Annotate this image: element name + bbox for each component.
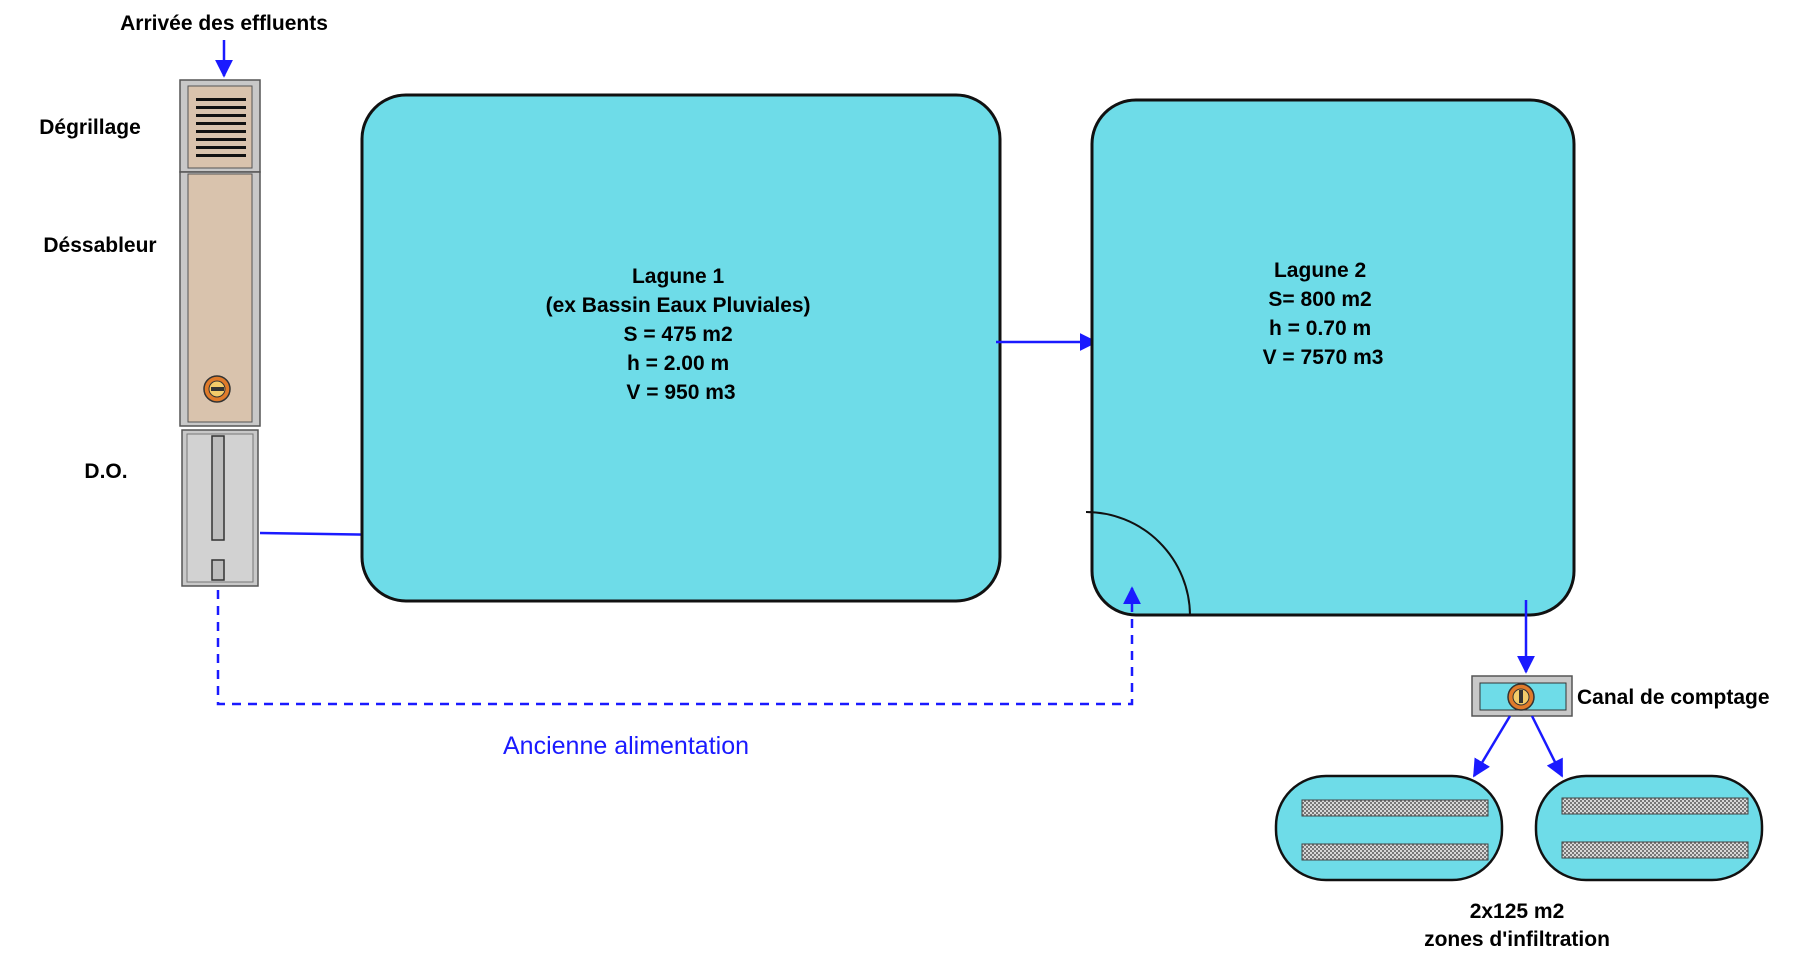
dessableur-unit [179, 171, 261, 427]
screen-bars [196, 98, 246, 157]
canal-to-zone1-arrow [1472, 715, 1512, 778]
lagune1-line: h = 2.00 m [627, 352, 729, 375]
degrillage-unit [179, 79, 261, 173]
dessableur-label: Déssableur [43, 234, 156, 257]
canal-to-zone2-arrow [1530, 715, 1564, 778]
lagune1-line: (ex Bassin Eaux Pluviales) [546, 294, 811, 317]
do-unit [181, 429, 259, 587]
lagune1-line: V = 950 m3 [626, 381, 735, 404]
canal-label: Canal de comptage [1577, 686, 1770, 709]
ancienne-alimentation-path [216, 586, 1141, 706]
inlet-arc [1085, 511, 1191, 616]
degrillage-label: Dégrillage [39, 116, 141, 139]
infiltration-zone-2 [1534, 774, 1764, 882]
lagune-1: Lagune 1 (ex Bassin Eaux Pluviales) S = … [360, 93, 1002, 603]
svg-text:Lagune 1 (ex Bassin Eaux: Lagune 1 (ex Bassin Eaux Pluviales) S = … [546, 265, 817, 404]
arrivee-label: Arrivée des effluents [120, 12, 328, 35]
svg-text:Lagune 2 S= 800 m2: Lagune 2 S= 800 m2 h = 0.70 m V = 7570 m… [1263, 259, 1384, 369]
infiltration-name-label: zones d'infiltration [1424, 928, 1610, 951]
canal-de-comptage [1471, 675, 1573, 717]
lagune1-line: Lagune 1 [632, 265, 725, 288]
lagune2-line: h = 0.70 m [1269, 317, 1371, 340]
infiltration-zone-1 [1274, 774, 1504, 882]
lagune1-line: S = 475 m2 [623, 323, 732, 346]
do-label: D.O. [84, 460, 127, 483]
lagune2-line: Lagune 2 [1274, 259, 1366, 282]
ancienne-label: Ancienne alimentation [503, 732, 749, 760]
pump-icon [203, 375, 231, 403]
flow-meter-icon [1507, 683, 1535, 711]
lagune-2: Lagune 2 S= 800 m2 h = 0.70 m V = 7570 m… [1085, 98, 1576, 617]
lagune2-line: S= 800 m2 [1268, 288, 1371, 311]
infiltration-area-label: 2x125 m2 [1470, 900, 1565, 923]
lagune2-line: V = 7570 m3 [1263, 346, 1384, 369]
